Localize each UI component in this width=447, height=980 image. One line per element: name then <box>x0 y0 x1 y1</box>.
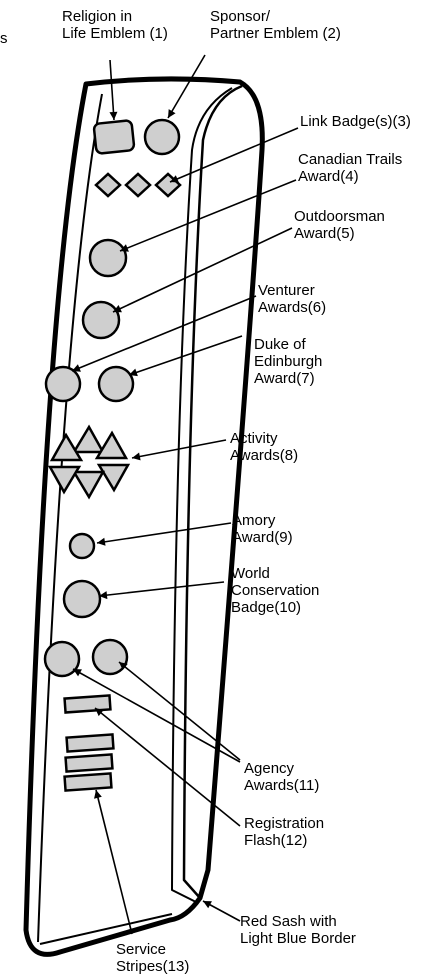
trails-award <box>90 240 126 276</box>
arrowhead <box>201 897 212 908</box>
sponsor-emblem <box>145 120 179 154</box>
service-stripe <box>65 773 112 790</box>
agency-award <box>45 642 79 676</box>
world-conservation-badge <box>64 581 100 617</box>
service-stripe <box>67 734 114 751</box>
stray-text: s <box>0 30 8 47</box>
venturer-award <box>46 367 80 401</box>
amory-award <box>70 534 94 558</box>
sash <box>26 79 262 954</box>
label-sponsor: Sponsor/Partner Emblem (2) <box>210 8 341 42</box>
religion-emblem <box>94 120 135 154</box>
label-link: Link Badge(s)(3) <box>300 113 411 130</box>
agency-award <box>93 640 127 674</box>
duke-award <box>99 367 133 401</box>
sash-outline <box>26 79 262 954</box>
outdoorsman-award <box>83 302 119 338</box>
service-stripe <box>66 754 113 771</box>
